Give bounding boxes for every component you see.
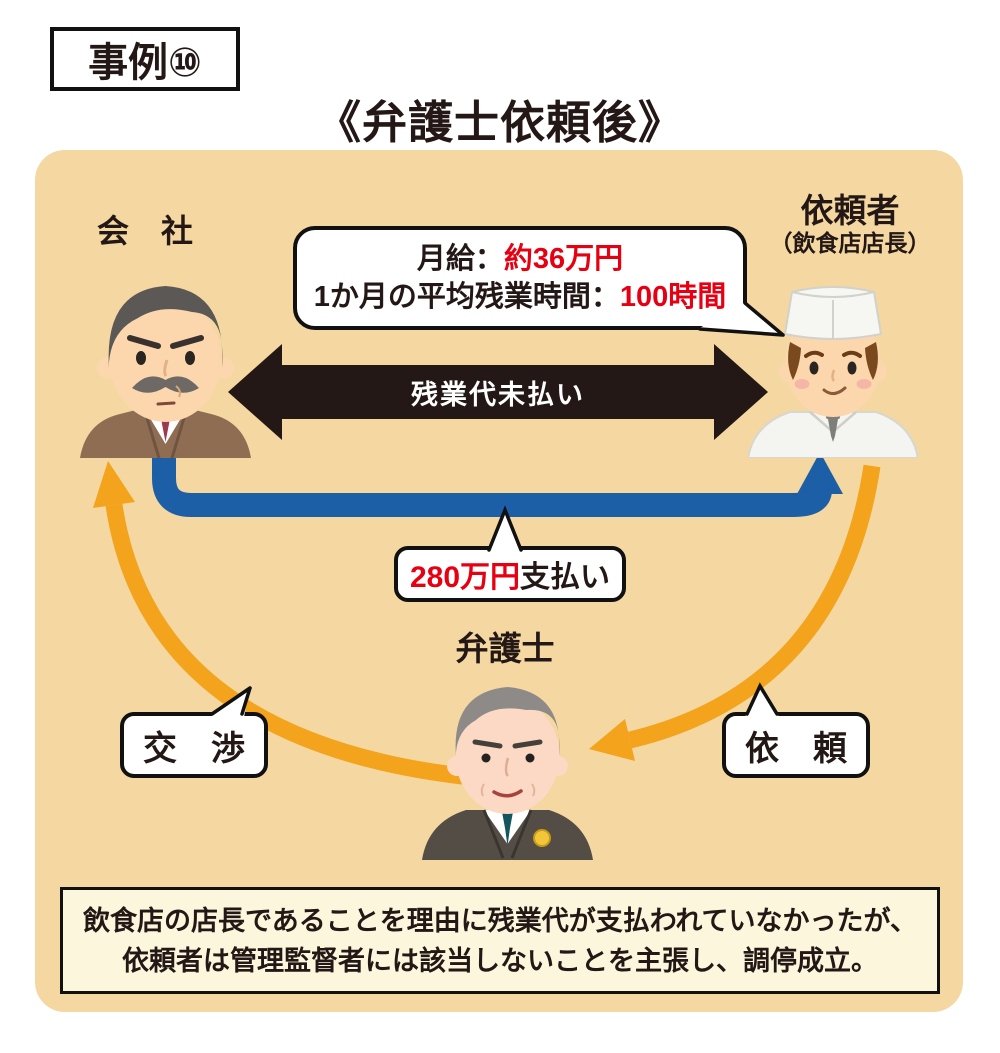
salary-line1-value: 約36万円 [503, 243, 624, 275]
payment-amount: 280万円 [409, 561, 521, 594]
request-label: 依 頼 [745, 729, 847, 768]
client-sublabel: （飲食店店長） [769, 230, 931, 256]
company-label: 会 社 [96, 213, 193, 249]
page-title: 《弁護士依頼後》 [315, 97, 684, 148]
salary-bubble: 月給：約36万円 1か月の平均残業時間：100時間 [293, 226, 747, 330]
salary-line2-value: 100時間 [619, 281, 727, 313]
case-badge: 事例⑩ [50, 27, 240, 91]
summary-box: 飲食店の店長であることを理由に残業代が支払われていなかったが、 依頼者は管理監督… [60, 887, 940, 994]
salary-line2: 1か月の平均残業時間：100時間 [314, 278, 727, 316]
lawyer-label: 弁護士 [455, 630, 555, 667]
client-label: 依頼者 [800, 192, 900, 229]
salary-line1: 月給：約36万円 [417, 240, 623, 278]
unpaid-arrow [228, 344, 768, 440]
request-bubble: 依 頼 [722, 712, 870, 778]
salary-line2-label: 1か月の平均残業時間： [313, 281, 620, 313]
salary-line1-label: 月給： [416, 243, 504, 275]
negotiation-bubble: 交 渉 [120, 712, 268, 778]
case-badge-label: 事例⑩ [88, 41, 202, 85]
lawyer-avatar [422, 687, 593, 860]
payment-suffix: 支払い [520, 561, 611, 594]
payment-bubble: 280万円支払い [394, 546, 626, 602]
summary-line1: 飲食店の店長であることを理由に残業代が支払われていなかったが、 [82, 905, 918, 936]
negotiation-label: 交 渉 [143, 729, 245, 768]
company-avatar [80, 286, 251, 458]
unpaid-arrow-label: 残業代未払い [411, 379, 585, 410]
client-avatar [748, 286, 918, 458]
summary-line2: 依頼者は管理監督者には該当しないことを主張し、調停成立。 [122, 945, 878, 976]
